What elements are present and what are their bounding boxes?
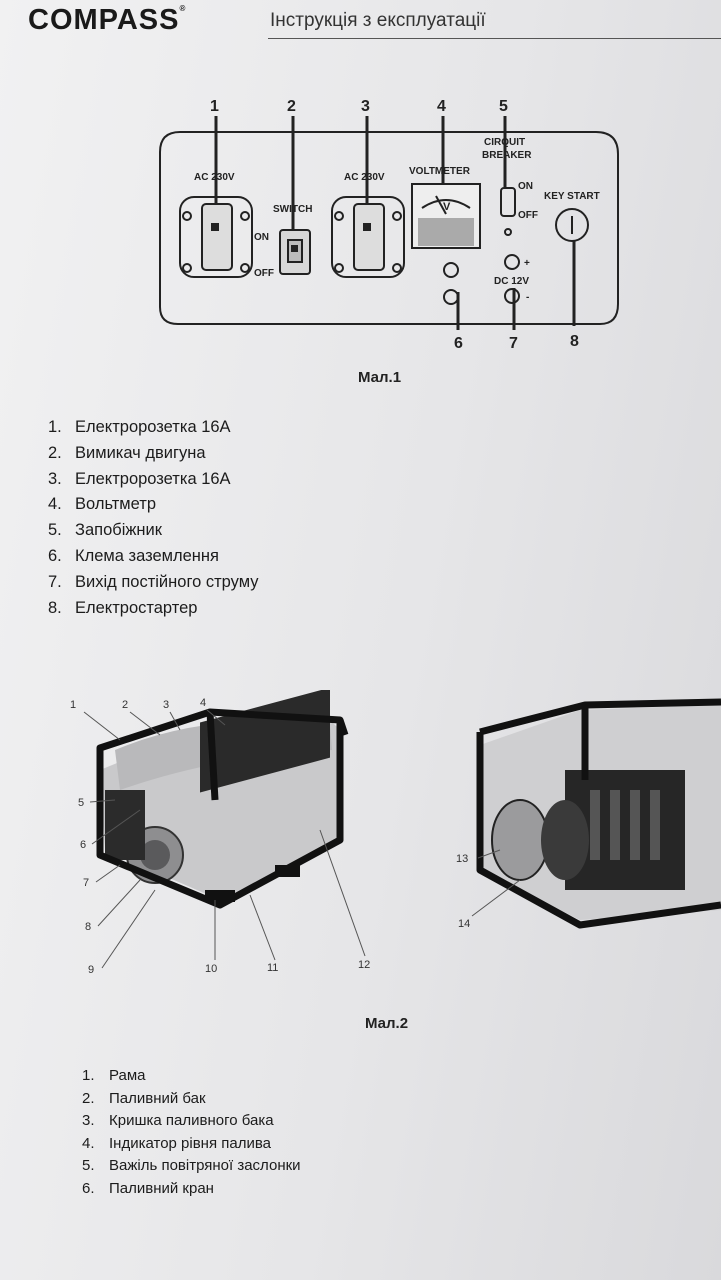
svg-text:VOLTMETER: VOLTMETER <box>409 166 471 177</box>
callout-7: 7 <box>509 335 518 352</box>
callout-7: 7 <box>83 877 89 889</box>
ground-terminal <box>443 262 459 305</box>
callout-10: 10 <box>205 963 217 975</box>
callout-3: 3 <box>361 98 370 115</box>
svg-text:-: - <box>526 292 529 303</box>
callout-4: 4 <box>437 98 446 115</box>
engine-switch <box>279 229 311 275</box>
callout-11: 11 <box>267 962 278 974</box>
svg-text:BREAKER: BREAKER <box>482 150 532 161</box>
generator-front-view <box>96 690 349 909</box>
callout-2: 2 <box>122 699 128 711</box>
callout-8: 8 <box>85 921 91 933</box>
callout-8: 8 <box>570 333 579 350</box>
list-item: 4.Індикатор рівня палива <box>82 1134 271 1152</box>
circuit-breaker <box>500 187 516 236</box>
list-item: 1.Рама <box>82 1067 146 1084</box>
callout-9: 9 <box>88 964 94 976</box>
list-item: 5.Важіль повітряної заслонки <box>82 1157 301 1175</box>
list-item: 6.Паливний кран <box>82 1179 214 1197</box>
figure2-caption: Мал.2 <box>365 1015 409 1032</box>
panel-outline <box>159 131 619 325</box>
svg-text:V: V <box>443 201 451 213</box>
callout-14: 14 <box>458 918 470 930</box>
callout-2: 2 <box>287 98 296 115</box>
svg-text:OFF: OFF <box>254 268 274 279</box>
callout-12: 12 <box>358 959 370 971</box>
svg-text:ON: ON <box>254 232 269 243</box>
list-item: 2.Паливний бак <box>82 1089 206 1107</box>
callout-3: 3 <box>163 699 169 711</box>
callout-6: 6 <box>80 839 86 851</box>
list-item: 3.Електророзетка 16А <box>48 469 231 488</box>
figure2-legend-list: 1.Рама 2.Паливний бак 3.Кришка паливного… <box>82 1065 301 1201</box>
svg-text:AC 230V: AC 230V <box>344 172 385 183</box>
generator-back-view <box>476 698 721 929</box>
svg-text:CIRQUIT: CIRQUIT <box>484 137 525 148</box>
document-subtitle: Інструкція з експлуатації <box>270 10 486 31</box>
brand-logo: COMPASS® <box>28 4 187 36</box>
svg-text:AC 230V: AC 230V <box>194 172 235 183</box>
list-item: 2.Вимикач двигуна <box>48 443 206 462</box>
list-item: 7.Вихід постійного струму <box>48 572 259 591</box>
page-header: COMPASS® Інструкція з експлуатації <box>0 0 721 44</box>
list-item: 5.Запобіжник <box>48 521 162 540</box>
svg-text:ON: ON <box>518 181 533 192</box>
header-rule <box>268 38 721 39</box>
svg-text:KEY START: KEY START <box>544 191 600 202</box>
list-item: 4.Вольтметр <box>48 495 157 514</box>
dc-output <box>504 254 520 304</box>
callout-5: 5 <box>78 797 84 809</box>
svg-text:SWITCH: SWITCH <box>273 204 312 215</box>
generator-illustration: 1 2 3 4 5 6 7 8 9 10 11 12 13 14 <box>70 690 721 976</box>
voltmeter <box>411 183 481 249</box>
figure1-legend-list: 1.Електророзетка 16А 2.Вимикач двигуна 3… <box>48 415 259 621</box>
list-item: 6.Клема заземлення <box>48 546 219 565</box>
callout-6: 6 <box>454 335 463 352</box>
callout-1: 1 <box>210 98 219 115</box>
svg-text:OFF: OFF <box>518 210 538 221</box>
svg-text:+: + <box>524 258 530 269</box>
socket-2 <box>331 196 405 278</box>
control-panel-diagram: 1 2 3 4 5 6 7 8 AC 230V SWITCH ON OFF <box>159 98 619 352</box>
key-start <box>555 208 589 242</box>
list-item: 1.Електророзетка 16А <box>48 418 231 436</box>
list-item: 8.Електростартер <box>48 598 198 617</box>
list-item: 3.Кришка паливного бака <box>82 1112 274 1130</box>
callout-13: 13 <box>456 853 468 865</box>
socket-1 <box>179 196 253 278</box>
svg-text:DC 12V: DC 12V <box>494 276 529 287</box>
callout-1: 1 <box>70 699 76 711</box>
figure1-caption: Мал.1 <box>358 369 402 386</box>
callout-5: 5 <box>499 98 508 115</box>
callout-4: 4 <box>200 697 206 709</box>
